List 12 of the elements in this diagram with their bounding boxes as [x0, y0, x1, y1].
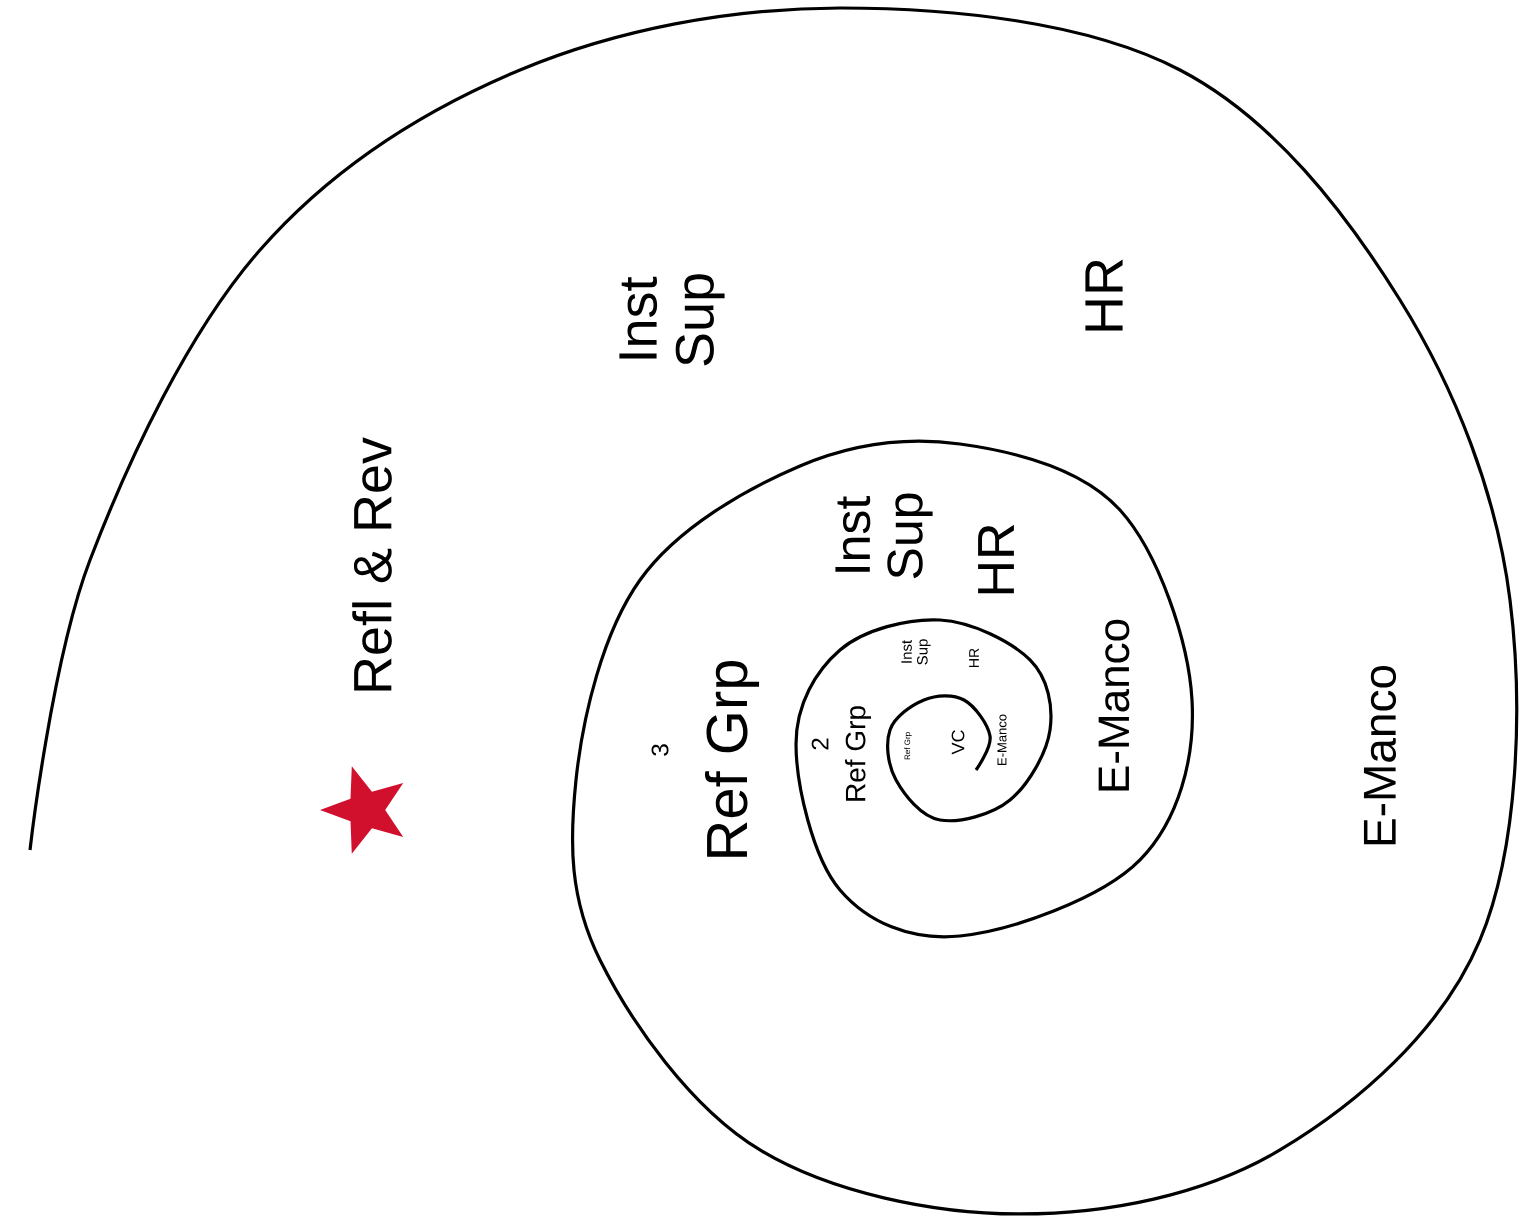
spiral-label: Ref Grp [705, 660, 759, 857]
ring-number: 2 [811, 738, 829, 750]
spiral-label: Refl & Rev [352, 437, 392, 691]
spiral-label: Ref Grp [844, 706, 872, 801]
spiral-label: E-Manco [1098, 619, 1130, 791]
spiral-label: Inst Sup [619, 274, 725, 366]
spiral-label: HR [1085, 259, 1123, 331]
spiral-label: E-Manco [1363, 665, 1397, 845]
spiral-label: HR [978, 524, 1014, 594]
ring-number: 3 [651, 744, 669, 756]
spiral-label: Inst Sup [835, 493, 933, 579]
spiral-label: VC [951, 730, 965, 755]
